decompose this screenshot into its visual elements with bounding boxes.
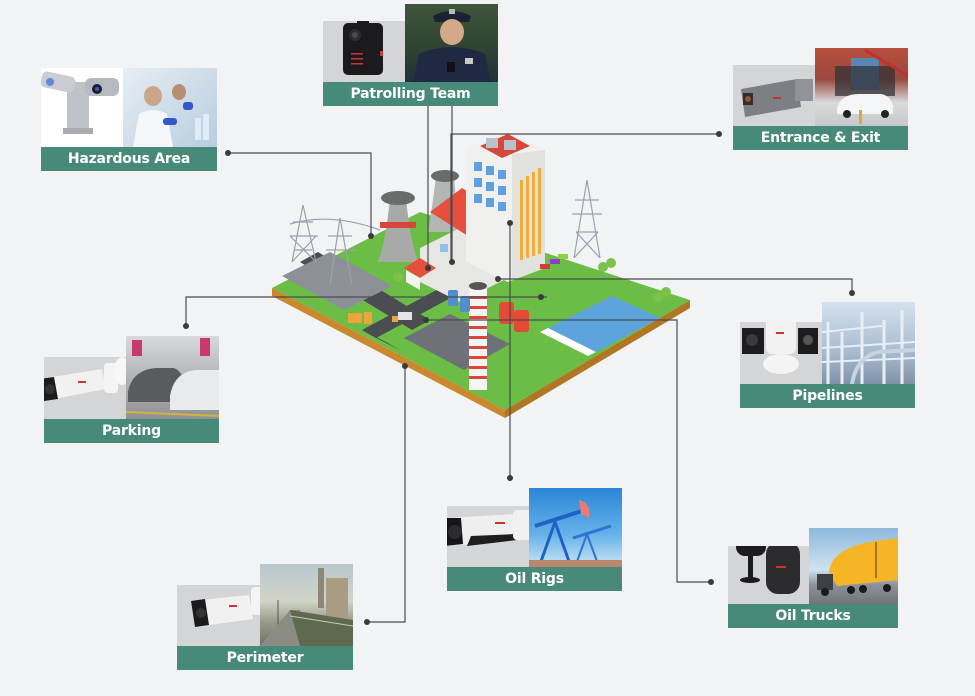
transmission-tower-right (572, 179, 602, 259)
card-parking[interactable]: Parking (44, 336, 219, 443)
card-entrance-exit[interactable]: Entrance & Exit (733, 48, 908, 150)
police-officer-image (405, 4, 498, 82)
card-label: Oil Trucks (728, 604, 898, 628)
tanker-truck-image (809, 528, 898, 604)
card-label: Patrolling Team (323, 82, 498, 106)
bullet-camera-image (177, 585, 260, 646)
card-label: Oil Rigs (447, 567, 622, 591)
card-pipelines[interactable]: Pipelines (740, 302, 915, 408)
card-label: Parking (44, 419, 219, 443)
card-label: Entrance & Exit (733, 126, 908, 150)
card-label: Pipelines (740, 384, 915, 408)
card-label: Perimeter (177, 646, 353, 670)
card-hazardous-area[interactable]: Hazardous Area (41, 68, 217, 171)
cargo-crates (348, 313, 362, 323)
card-oil-trucks[interactable]: Oil Trucks (728, 528, 898, 628)
pipeline-scene-image (822, 302, 915, 384)
chimney (469, 282, 487, 390)
dashcam-image (728, 546, 809, 604)
dual-ptz-camera-image (740, 322, 822, 384)
office-tower (466, 132, 545, 282)
oil-pumpjack-image (529, 488, 622, 567)
bullet-camera-image (44, 357, 126, 419)
perimeter-fence-image (260, 564, 353, 646)
card-oil-rigs[interactable]: Oil Rigs (447, 488, 622, 591)
entrance-gate-image (815, 48, 908, 126)
delivery-truck (398, 312, 412, 320)
anpr-camera-image (733, 65, 815, 126)
card-perimeter[interactable]: Perimeter (177, 564, 353, 670)
laboratory-scene-image (123, 68, 217, 147)
body-worn-camera-image (323, 21, 405, 82)
substation-pad (282, 252, 392, 310)
explosion-proof-camera-image (41, 68, 123, 147)
parking-lot-image (126, 336, 219, 419)
bullet-camera-image (447, 506, 529, 567)
card-patrolling-team[interactable]: Patrolling Team (323, 4, 498, 106)
card-label: Hazardous Area (41, 147, 217, 171)
